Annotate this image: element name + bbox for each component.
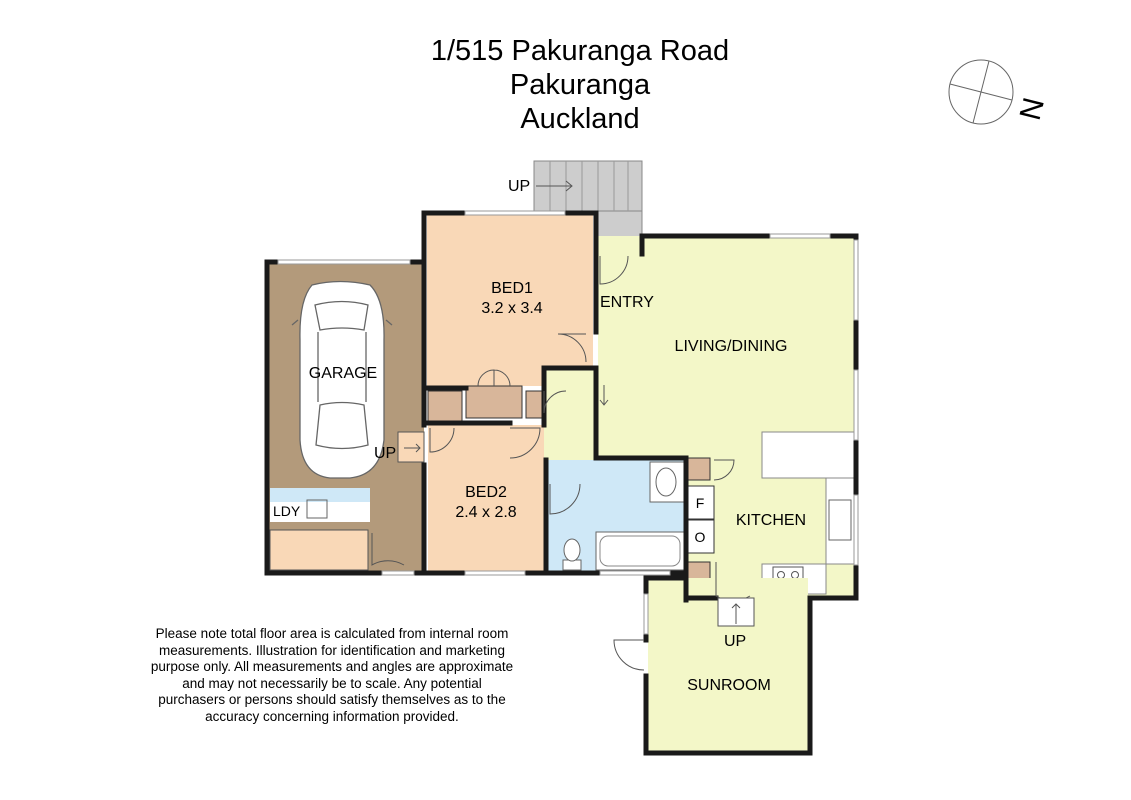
laundry-label: LDY — [273, 503, 301, 519]
disclaimer-text: Please note total floor area is calculat… — [150, 626, 514, 724]
toilet-icon — [562, 538, 582, 571]
entry-label: ENTRY — [600, 294, 654, 311]
fridge-label: F — [695, 495, 705, 511]
living-dining-room — [598, 236, 856, 600]
sunroom-label: SUNROOM — [687, 677, 771, 694]
bathtub — [595, 531, 685, 571]
stairs-up-label-top: UP — [508, 178, 531, 195]
kitchen-bench — [761, 431, 855, 479]
address-line-1: 1/515 Pakuranga Road — [430, 35, 730, 67]
garage-label: GARAGE — [308, 365, 378, 382]
bed2-room — [428, 425, 546, 572]
address-line-2: Pakuranga — [509, 69, 651, 101]
wardrobe-2 — [427, 390, 463, 422]
stairs-up-label-sunroom: UP — [724, 633, 747, 650]
compass-icon — [948, 59, 1014, 125]
bed2-size: 2.4 x 2.8 — [455, 504, 517, 521]
garage-storage — [269, 529, 369, 571]
kitchen-label: KITCHEN — [735, 512, 807, 529]
wardrobe-1 — [465, 385, 523, 419]
bed2-label: BED2 — [465, 484, 507, 501]
pantry — [687, 457, 711, 481]
address-line-3: Auckland — [520, 103, 640, 135]
bed1-size: 3.2 x 3.4 — [481, 300, 543, 317]
bed1-label: BED1 — [491, 280, 533, 297]
stairs-up-label-garage: UP — [374, 445, 397, 462]
car-icon — [291, 280, 393, 479]
fridge-cabinet — [685, 485, 715, 520]
bed1-room — [427, 213, 593, 386]
living-dining-label: LIVING/DINING — [674, 338, 788, 355]
oven-label: O — [694, 529, 706, 545]
